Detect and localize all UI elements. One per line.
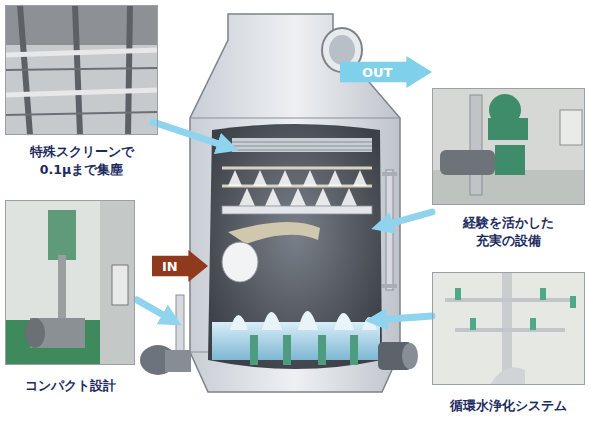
photo-caption-box: 特殊スクリーンで 0.1μまで集塵 [5,5,158,135]
photo-caption-box: 経験を活かした 充実の設備 [432,88,585,205]
arrow-body [152,250,208,282]
flow-label: IN [162,259,178,274]
arrow-label-holder: OUT [340,56,432,88]
out-arrow: OUT [340,56,432,88]
photo-caption: コンパクト設計 [25,377,116,395]
arrow-label-holder: IN [152,250,208,282]
photo-screen [5,5,158,135]
photo-compact [5,200,135,365]
photo-caption-box: コンパクト設計 [5,200,135,365]
photo-equipment [432,88,585,205]
photo-caption: 循環水浄化システム [450,397,567,415]
arrow-shape [152,250,208,282]
photo-water-system [432,272,585,385]
photo-caption: 経験を活かした 充実の設備 [459,214,559,250]
flow-label: OUT [362,65,392,80]
in-arrow: IN [152,250,208,282]
leader-arrows [137,122,432,320]
photo-caption: 特殊スクリーンで 0.1μまで集塵 [26,143,138,179]
scrubber-tower [140,14,418,392]
arrow-body [340,56,432,88]
photo-caption-box: 循環水浄化システム [432,272,585,385]
